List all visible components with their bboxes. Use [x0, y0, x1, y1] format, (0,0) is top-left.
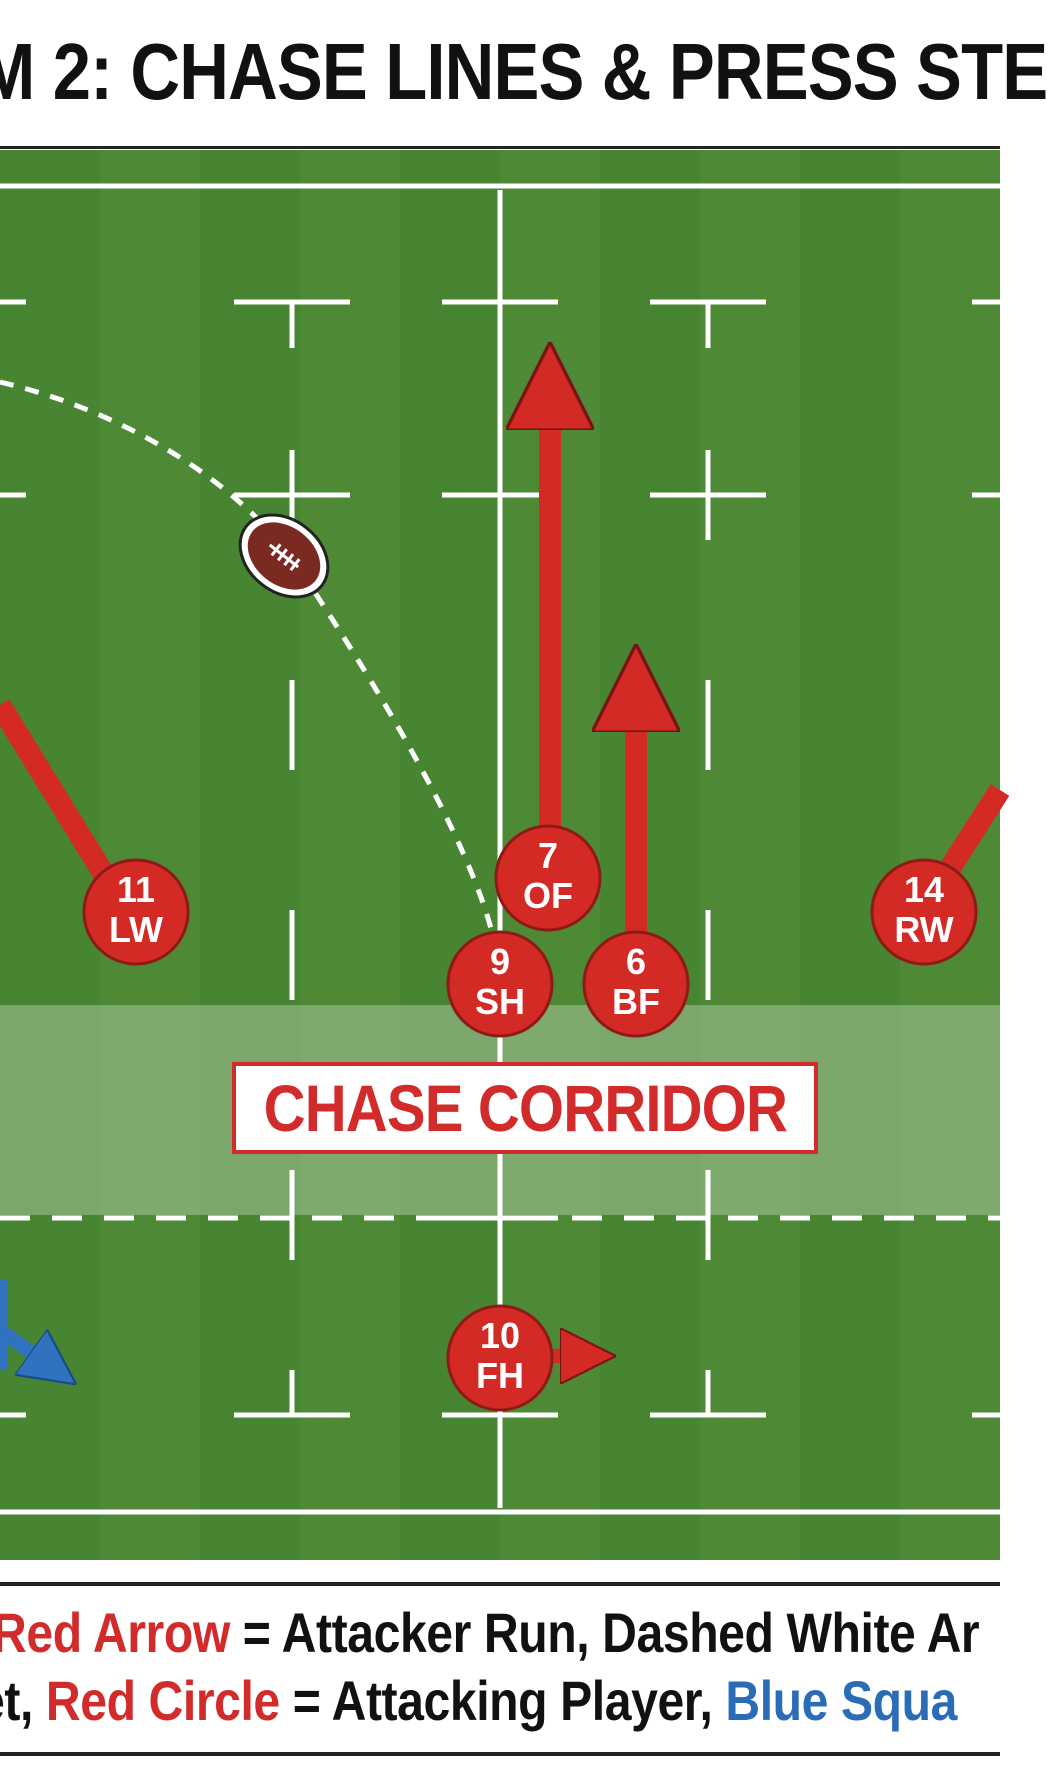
hash-marks: [0, 299, 1000, 1418]
player-14-rw: 14 RW: [870, 858, 978, 966]
legend-red-arrow-term: Red Arrow: [0, 1601, 230, 1664]
player-9-sh: 9 SH: [446, 930, 554, 1038]
pitch-lines: [0, 183, 1000, 1515]
chase-corridor-text: CHASE CORRIDOR: [263, 1071, 787, 1145]
legend-line-2-prefix: et,: [0, 1669, 33, 1732]
player-position: LW: [109, 909, 163, 950]
player-number: 6: [626, 941, 646, 982]
player-position: RW: [894, 909, 953, 950]
diagram-header: M 2: CHASE LINES & PRESS STE: [0, 0, 1047, 150]
player-11-lw: 11 LW: [82, 858, 190, 966]
rugby-pitch: 11 LW 7 OF 9 SH 6 BF 14 RW 10 FH: [0, 150, 1010, 1560]
player-10-fh: 10 FH: [446, 1304, 554, 1412]
legend-blue-square-term: Blue Squa: [725, 1669, 957, 1732]
player-number: 10: [480, 1315, 520, 1356]
legend-line-2-middle: = Attacking Player,: [279, 1669, 726, 1732]
player-number: 11: [117, 869, 155, 910]
chase-corridor-label: CHASE CORRIDOR: [232, 1062, 818, 1154]
legend-line-2: et, Red Circle = Attacking Player, Blue …: [0, 1668, 957, 1733]
legend-top-divider: [0, 1582, 1000, 1586]
pitch-diagram: 11 LW 7 OF 9 SH 6 BF 14 RW 10 FH: [0, 150, 1010, 1560]
player-position: OF: [523, 875, 573, 916]
player-7-of: 7 OF: [494, 824, 602, 932]
player-position: FH: [476, 1355, 524, 1396]
player-number: 7: [538, 835, 558, 876]
player-6-bf: 6 BF: [582, 930, 690, 1038]
header-divider: [0, 146, 1000, 149]
legend-line-1-text: = Attacker Run, Dashed White Ar: [229, 1601, 980, 1664]
legend-line-1: Red Arrow = Attacker Run, Dashed White A…: [0, 1600, 980, 1665]
rugby-ball-icon: [238, 513, 330, 599]
player-position: BF: [612, 981, 660, 1022]
legend: Red Arrow = Attacker Run, Dashed White A…: [0, 1560, 1000, 1792]
diagram-title: M 2: CHASE LINES & PRESS STE: [0, 27, 1047, 116]
player-number: 9: [490, 941, 510, 982]
legend-red-circle-term: Red Circle: [45, 1669, 280, 1732]
grass-stripes: [0, 150, 900, 1560]
player-position: SH: [475, 981, 525, 1022]
defender-arrow: [0, 1280, 42, 1370]
legend-bottom-divider: [0, 1752, 1000, 1756]
player-number: 14: [904, 869, 944, 910]
